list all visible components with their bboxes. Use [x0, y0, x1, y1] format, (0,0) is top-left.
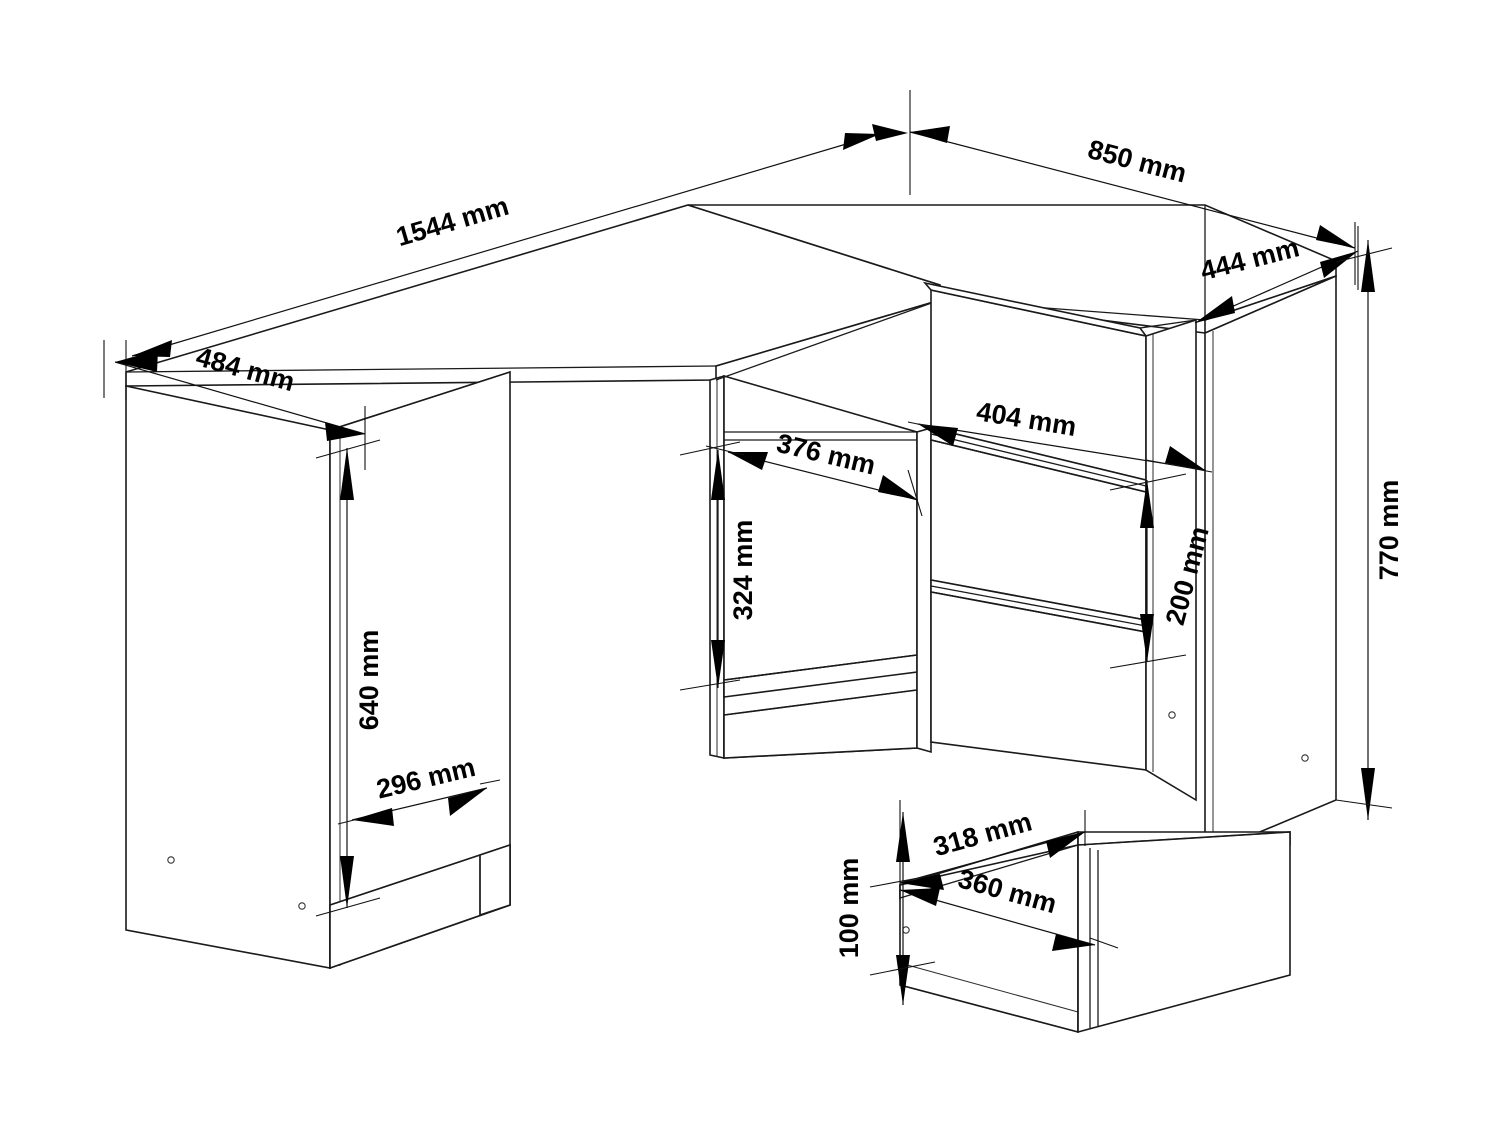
dim-200 [1109, 473, 1187, 669]
right-end-panel [1204, 274, 1337, 857]
dim-label-1544: 1544 mm [393, 191, 512, 252]
dim-label-770: 770 mm [1374, 480, 1404, 581]
knee-hole-section [709, 299, 941, 759]
dim-label-324: 324 mm [728, 520, 758, 621]
dim-324 [679, 441, 741, 691]
dim-770 [1335, 240, 1393, 820]
dim-1544 [125, 133, 881, 400]
dim-850 [872, 90, 1356, 285]
dim-label-640: 640 mm [354, 630, 384, 731]
pulled-out-drawer [899, 830, 1291, 1034]
dim-484 [103, 340, 366, 470]
worktop-left-wing [125, 204, 941, 387]
dim-label-100: 100 mm [834, 858, 864, 959]
left-pedestal [125, 370, 511, 970]
dim-376 [705, 445, 923, 517]
dim-360 [899, 888, 1119, 951]
dim-444 [1194, 226, 1359, 324]
dim-296 [337, 779, 501, 826]
dim-label-850: 850 mm [1085, 134, 1190, 188]
dim-100 [869, 812, 936, 1005]
dim-404 [907, 421, 1213, 473]
drawer-cabinet [916, 281, 1197, 802]
dim-640 [315, 439, 381, 917]
